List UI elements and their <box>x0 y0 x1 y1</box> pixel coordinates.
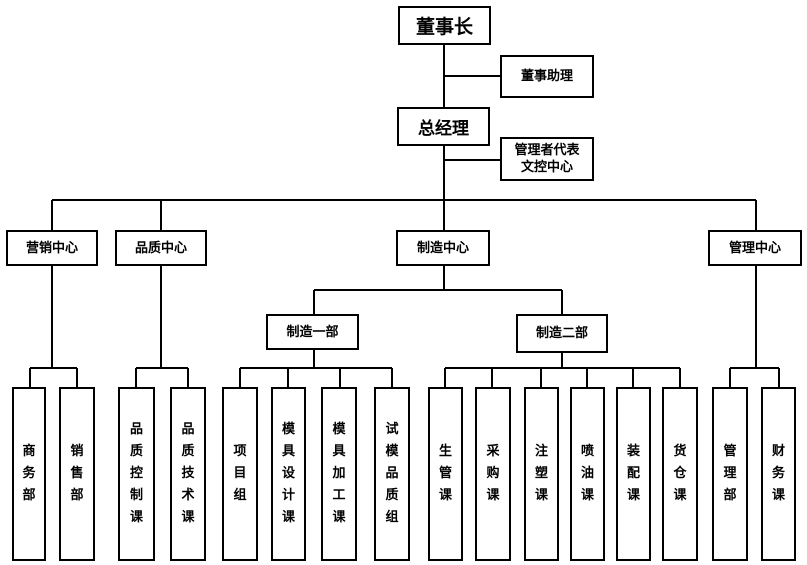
department-business: 商务部 <box>12 387 46 561</box>
department-label: 货仓课 <box>673 444 687 503</box>
department-label: 商务部 <box>22 444 36 503</box>
department-label: 品质技术课 <box>181 422 195 525</box>
mfg-division-two-box: 制造二部 <box>516 314 608 353</box>
quality-center-box: 品质中心 <box>115 230 207 266</box>
management-center-box: 管理中心 <box>708 230 802 266</box>
department-trial-mold-quality: 试模品质组 <box>374 387 410 561</box>
sales-center-box: 营销中心 <box>6 230 98 266</box>
department-label: 项目组 <box>233 444 247 503</box>
department-mold-design: 模具设计课 <box>271 387 306 561</box>
department-label: 注塑课 <box>534 444 548 503</box>
chairman-assistant-box: 董事助理 <box>500 55 594 98</box>
department-label: 管理部 <box>723 444 737 503</box>
department-quality-technology: 品质技术课 <box>170 387 206 561</box>
chairman-box: 董事长 <box>398 6 491 45</box>
department-label: 装配课 <box>626 444 640 503</box>
department-management: 管理部 <box>712 387 748 561</box>
management-rep-box: 管理者代表 文控中心 <box>500 137 594 181</box>
department-label: 品质控制课 <box>129 422 143 525</box>
department-project-group: 项目组 <box>222 387 258 561</box>
department-label: 试模品质组 <box>385 422 399 525</box>
department-warehouse: 货仓课 <box>662 387 698 561</box>
department-label: 财务课 <box>771 444 785 503</box>
department-purchasing: 采购课 <box>475 387 511 561</box>
mfg-division-one-box: 制造一部 <box>266 314 359 350</box>
general-manager-box: 总经理 <box>397 107 490 146</box>
department-painting: 喷油课 <box>570 387 605 561</box>
department-label: 采购课 <box>486 444 500 503</box>
management-rep-line1: 管理者代表 <box>514 143 580 158</box>
department-sales: 销售部 <box>59 387 95 561</box>
department-label: 模具加工课 <box>332 422 346 525</box>
department-mold-processing: 模具加工课 <box>321 387 357 561</box>
management-rep-line2: 文控中心 <box>520 160 573 175</box>
department-assembly: 装配课 <box>616 387 651 561</box>
department-finance: 财务课 <box>761 387 796 561</box>
manufacturing-center-box: 制造中心 <box>396 230 490 266</box>
department-injection: 注塑课 <box>524 387 559 561</box>
department-label: 喷油课 <box>580 444 594 503</box>
department-label: 销售部 <box>70 444 84 503</box>
department-label: 生管课 <box>438 444 452 503</box>
department-label: 模具设计课 <box>281 422 295 525</box>
department-production-management: 生管课 <box>428 387 463 561</box>
department-quality-control: 品质控制课 <box>118 387 155 561</box>
